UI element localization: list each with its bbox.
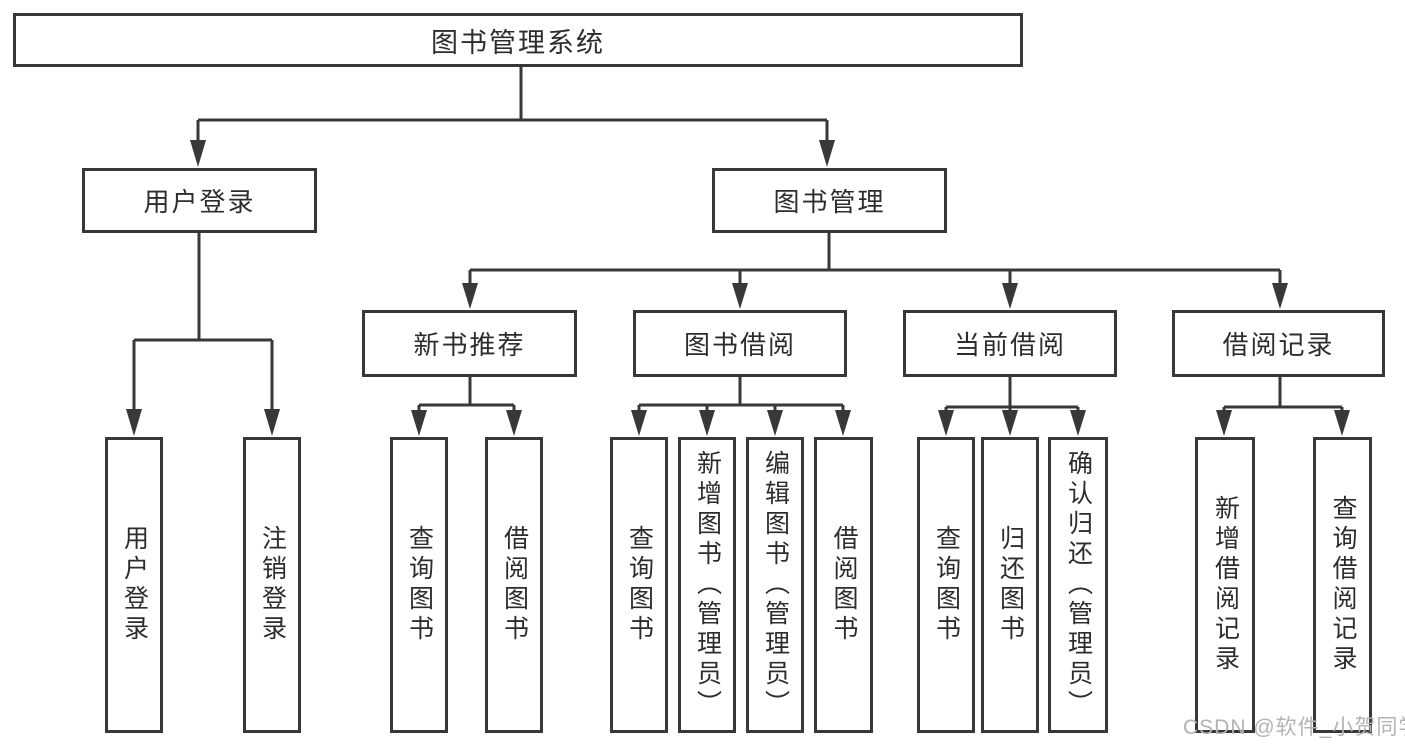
leaf-query-books-borrow: 查询图书 <box>610 437 668 733</box>
leaf-add-borrow-record: 新增借阅记录 <box>1195 437 1255 733</box>
leaf-return-book: 归还图书 <box>981 437 1039 733</box>
leaf-borrow-book: 借阅图书 <box>814 437 873 733</box>
leaf-confirm-return-admin: 确认归还（管理员） <box>1048 437 1108 733</box>
node-borrow-records: 借阅记录 <box>1172 310 1385 377</box>
leaf-logout-login: 注销登录 <box>243 437 301 733</box>
csdn-watermark: CSDN @软件_小贺同学 <box>1183 716 1405 739</box>
leaf-query-books-recommend: 查询图书 <box>390 437 448 733</box>
node-root: 图书管理系统 <box>13 13 1023 67</box>
leaf-query-books-current: 查询图书 <box>917 437 975 733</box>
node-book-borrow: 图书借阅 <box>633 310 847 377</box>
node-new-book-recommend: 新书推荐 <box>362 310 577 377</box>
leaf-borrow-book-recommend: 借阅图书 <box>485 437 543 733</box>
node-current-borrow: 当前借阅 <box>903 310 1117 377</box>
arrowheads <box>126 140 1350 436</box>
leaf-add-book-admin: 新增图书（管理员） <box>678 437 736 733</box>
leaf-user-login: 用户登录 <box>105 437 163 733</box>
leaf-query-borrow-record: 查询借阅记录 <box>1313 437 1372 733</box>
node-user-login: 用户登录 <box>82 168 317 233</box>
node-book-management: 图书管理 <box>712 168 947 233</box>
leaf-edit-book-admin: 编辑图书（管理员） <box>746 437 804 733</box>
